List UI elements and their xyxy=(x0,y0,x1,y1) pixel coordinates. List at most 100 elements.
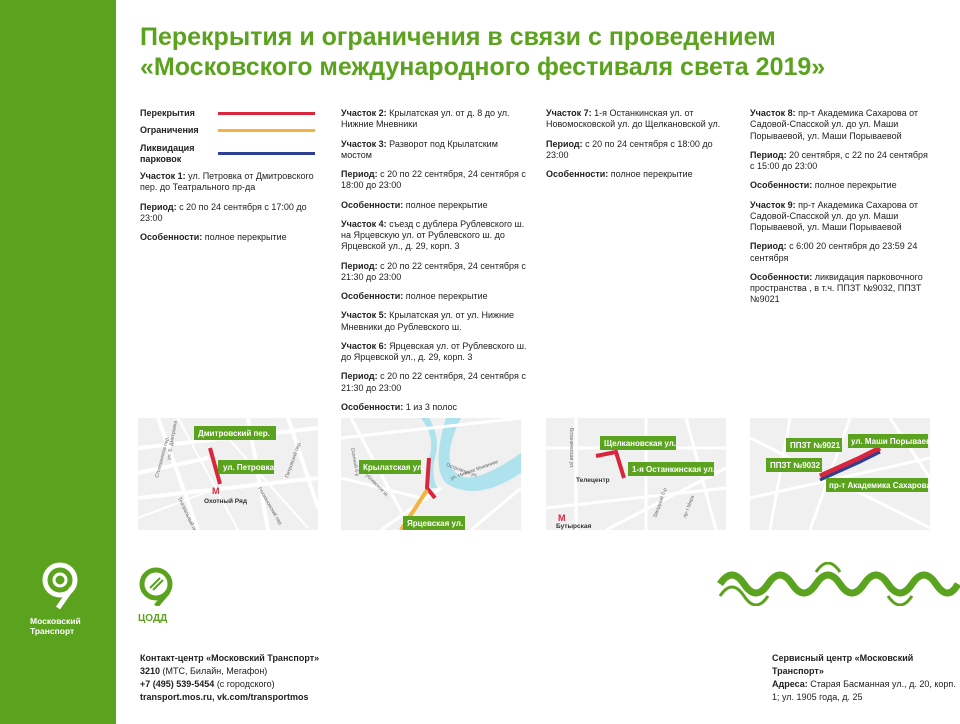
section-text: Ярцевская ул. от Рублевского ш. до Ярцев… xyxy=(341,340,527,362)
section-label: Особенности: xyxy=(750,271,813,282)
map3-metro: Бутырская xyxy=(556,523,591,530)
section-paragraph: Участок 5: Крылатская ул. от ул. Нижние … xyxy=(341,310,531,333)
map4-tag-2: ул. Маши Порываевой xyxy=(851,437,930,446)
map4-tag-3-bg xyxy=(766,458,822,472)
logo-name-line2: Транспорт xyxy=(30,625,75,636)
section-label: Период: xyxy=(750,241,787,252)
section-label: Период: xyxy=(341,169,378,179)
column-4: Участок 8: пр-т Академика Сахарова от Са… xyxy=(750,108,930,314)
section-label: Период: xyxy=(750,149,787,160)
map2-tag-2: Ярцевская ул. xyxy=(407,519,463,528)
moscow-transport-logo-text: Московский Транспорт xyxy=(30,616,90,637)
title-line1: Перекрытия и ограничения в связи с прове… xyxy=(140,23,776,51)
section-text: Крылатская ул. от ул. Нижние Мневники до… xyxy=(341,310,515,332)
section-label: Период: xyxy=(341,371,378,382)
section-paragraph: Участок 9: пр-т Академика Сахарова от Са… xyxy=(750,200,930,234)
section-text: с 6:00 20 сентября до 23:59 24 сентября xyxy=(750,241,918,263)
map1-metro: Охотный Ряд xyxy=(204,497,247,505)
legend-line xyxy=(217,112,315,116)
map-1: ул. Б. Дмитровка Столешников пер. Театра… xyxy=(138,418,318,530)
map3-tag-1-bg xyxy=(600,436,676,450)
short-phone-note: (МТС, Билайн, Мегафон) xyxy=(160,666,268,677)
city-phone[interactable]: +7 (495) 539-5454 xyxy=(140,679,215,690)
map1-tag-1: Дмитровский пер. xyxy=(198,429,270,438)
address-text: Старая Басманная ул., д. 20, корп. 1; ул… xyxy=(772,679,956,703)
legend-label: Перекрытия xyxy=(140,108,195,118)
map3-street-2: Звездный б-р xyxy=(651,487,668,519)
map4-tag-1: ППЗТ №9021 xyxy=(790,441,841,450)
moscow-transport-logo: Московский Транспорт xyxy=(30,560,90,637)
section-label: Особенности: xyxy=(140,232,203,242)
green-sidebar: Московский Транспорт xyxy=(0,0,116,724)
section-label: Участок 5: xyxy=(341,310,387,321)
section-label: Участок 6: xyxy=(341,340,387,351)
section-paragraph: Особенности: полное перекрытие xyxy=(546,169,721,180)
section-paragraph: Особенности: ликвидация парковочного про… xyxy=(750,272,930,306)
section-label: Участок 2: xyxy=(341,108,387,118)
map-3: Ботаническая ул. Звездный б-р пр-т Мира … xyxy=(546,418,726,530)
address-label: Адреса: xyxy=(772,679,808,690)
section-paragraph: Период: с 6:00 20 сентября до 23:59 24 с… xyxy=(750,241,930,264)
contact-center-title: Контакт-центр «Московский Транспорт» xyxy=(140,653,320,663)
decorative-wave-ornament xyxy=(717,562,960,606)
map3-label: Телецентр xyxy=(576,477,610,484)
contact-center: Контакт-центр «Московский Транспорт» 321… xyxy=(140,652,319,704)
legend-item: Перекрытия xyxy=(140,108,315,119)
section-text: полное перекрытие xyxy=(812,180,897,191)
section-label: Участок 8: xyxy=(750,108,796,118)
map4-tag-4-bg xyxy=(826,478,928,492)
map4-tag-4: пр-т Академика Сахарова xyxy=(829,481,930,490)
title-line2: «Московского международного фестиваля св… xyxy=(140,53,826,81)
section-text: 1-я Останкинская ул. от Новомосковской у… xyxy=(546,108,721,130)
section-text: с 20 по 24 сентября с 18:00 до 23:00 xyxy=(546,138,713,160)
section-label: Особенности: xyxy=(341,291,404,301)
section-label: Участок 1: xyxy=(140,171,186,181)
service-center: Сервисный центр «Московский Транспорт» А… xyxy=(772,652,960,704)
section-text: с 20 по 22 сентября, 24 сентября с 21:30… xyxy=(341,371,526,393)
map3-tag-2-bg xyxy=(628,462,714,476)
section-paragraph: Участок 3: Разворот под Крылатским мосто… xyxy=(341,139,531,162)
section-text: пр-т Академика Сахарова от Садовой-Спасс… xyxy=(750,108,919,141)
section-text: с 20 по 22 сентября, 24 сентября с 18:00… xyxy=(341,169,526,191)
map2-tag-1-bg xyxy=(359,460,421,474)
section-paragraph: Участок 2: Крылатская ул. от д. 8 до ул.… xyxy=(341,108,531,131)
section-paragraph: Участок 4: съезд с дублера Рублевского ш… xyxy=(341,219,531,253)
section-paragraph: Особенности: полное перекрытие xyxy=(341,200,531,211)
logo-name-line1: Московский xyxy=(30,616,81,626)
section-paragraph: Период: 20 сентября, с 22 по 24 сентября… xyxy=(750,150,930,173)
map3-street-3: пр-т Мира xyxy=(682,494,696,518)
city-phone-note: (с городского) xyxy=(214,679,275,690)
map1-tag-2-bg xyxy=(218,460,274,474)
column-3: Участок 7: 1-я Останкинская ул. от Новом… xyxy=(546,108,721,188)
legend-line xyxy=(217,129,315,133)
section-paragraph: Особенности: полное перекрытие xyxy=(750,180,930,191)
section-label: Участок 9: xyxy=(750,199,796,210)
section-paragraph: Период: с 20 по 24 сентября с 17:00 до 2… xyxy=(140,202,315,225)
short-phone: 3210 xyxy=(140,666,161,677)
map1-tag-1-bg xyxy=(194,426,276,440)
section-paragraph: Период: с 20 по 22 сентября, 24 сентября… xyxy=(341,169,531,192)
section-text: Крылатская ул. от д. 8 до ул. Нижние Мне… xyxy=(341,108,510,130)
metro-icon: M xyxy=(212,486,220,496)
section-paragraph: Участок 7: 1-я Останкинская ул. от Новом… xyxy=(546,108,721,131)
map-2: Осенний б-р Рублевское ш. Островная ул. … xyxy=(341,418,521,530)
contact-links[interactable]: transport.mos.ru, vk.com/transportmos xyxy=(140,692,309,703)
section-text: полное перекрытие xyxy=(403,199,488,210)
column-2: Участок 2: Крылатская ул. от д. 8 до ул.… xyxy=(341,108,531,421)
section-text: ул. Петровка от Дмитровского пер. до Теа… xyxy=(140,171,314,193)
legend-label: Ликвидация парковок xyxy=(140,142,195,164)
section-paragraph: Особенности: полное перекрытие xyxy=(140,232,315,243)
section-paragraph: Период: с 20 по 24 сентября с 18:00 до 2… xyxy=(546,139,721,162)
legend-label: Ограничения xyxy=(140,125,199,136)
section-text: 20 сентября, с 22 по 24 сентября с 15:00… xyxy=(750,149,928,171)
column-1-sections: Участок 1: ул. Петровка от Дмитровского … xyxy=(140,171,315,243)
service-center-address: Адреса: Старая Басманная ул., д. 20, кор… xyxy=(772,678,960,704)
section-label: Участок 7: xyxy=(546,108,592,118)
section-text: съезд с дублера Рублевского ш. на Ярцевс… xyxy=(341,218,525,252)
section-paragraph: Участок 1: ул. Петровка от Дмитровского … xyxy=(140,171,315,194)
map-4: ППЗТ №9021 ул. Маши Порываевой ППЗТ №903… xyxy=(750,418,930,530)
contact-line-1: 3210 (МТС, Билайн, Мегафон) xyxy=(140,665,319,678)
section-label: Особенности: xyxy=(750,180,813,191)
